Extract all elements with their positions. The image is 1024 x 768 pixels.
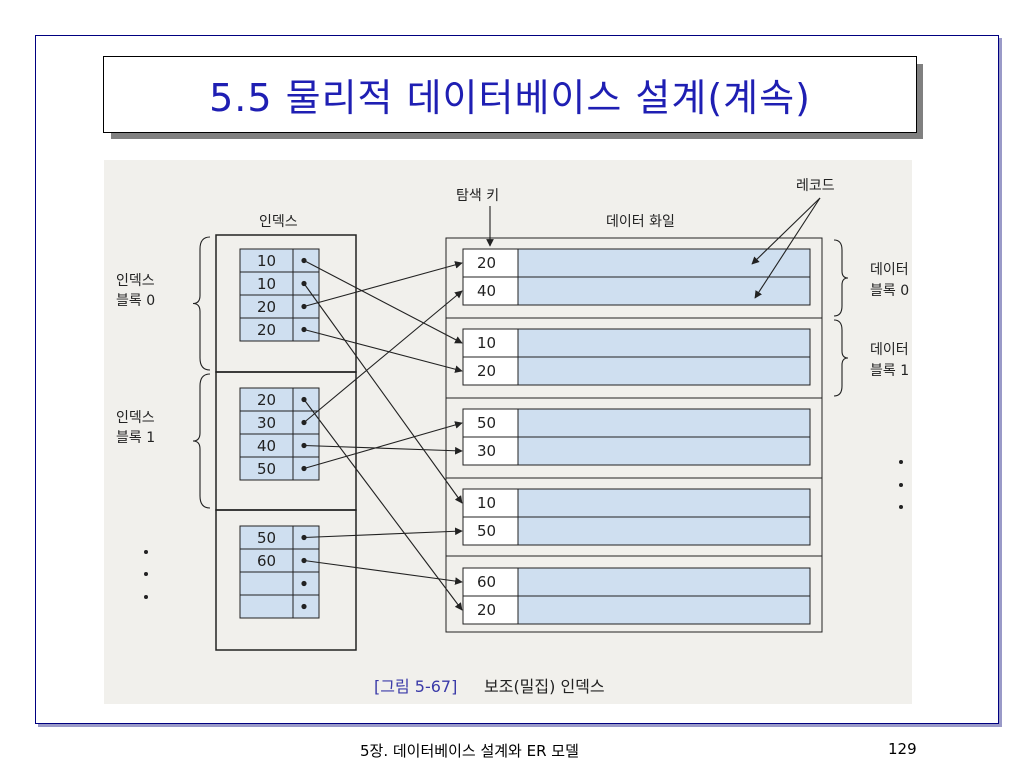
- index-key-cell: [239, 594, 294, 619]
- left-brace: [192, 236, 211, 371]
- data-file-label: 데이터 화일: [606, 214, 675, 230]
- figure-panel: 10 10 20 20 20 30 40 50 50 60 20 40 10 20 50 30 10 50 60 20…: [104, 160, 912, 704]
- right-brace: [833, 319, 849, 397]
- index-key-value: 10: [257, 275, 276, 293]
- record-key-value: 10: [477, 494, 496, 512]
- pointer-dot: [301, 257, 307, 264]
- index-pointer-arrow: [303, 290, 463, 423]
- record-key-value: 60: [477, 573, 496, 591]
- record-key-value: 20: [477, 254, 496, 272]
- secondary-index-diagram: 10 10 20 20 20 30 40 50 50 60 20 40 10 20 50 30 10 50 60 20…: [116, 178, 909, 696]
- ellipsis-dot: [144, 550, 148, 554]
- page-number: 129: [888, 740, 917, 758]
- record-arrow: [754, 197, 821, 299]
- data-block: [445, 555, 823, 633]
- ellipsis-dot: [899, 505, 903, 509]
- record-key-value: 10: [477, 334, 496, 352]
- record-key-cell: [462, 595, 519, 625]
- pointer-dot: [301, 303, 307, 310]
- left-brace: [192, 373, 211, 509]
- index-block-label: 인덱스: [116, 410, 155, 426]
- title-box: 5.5 물리적 데이터베이스 설계(계속): [103, 56, 917, 133]
- index-block-label: 인덱스: [116, 273, 155, 289]
- ellipsis-dot: [899, 483, 903, 487]
- record-arrow: [751, 197, 821, 265]
- pointer-dot: [301, 557, 307, 564]
- index-key-value: 50: [257, 529, 276, 547]
- index-block-label: 블록 0: [116, 293, 155, 309]
- record-key-cell: [462, 248, 519, 278]
- record-key-cell: [462, 567, 519, 597]
- index-block: [215, 509, 357, 651]
- right-brace: [833, 239, 849, 317]
- index-pointer-arrow: [303, 421, 463, 470]
- record-key-cell: [462, 436, 519, 466]
- index-pointer-arrow: [303, 559, 463, 585]
- index-label: 인덱스: [259, 214, 298, 230]
- ellipsis-dot: [899, 460, 903, 464]
- record-body-cell: [517, 567, 811, 597]
- record-body-cell: [517, 356, 811, 386]
- search-key-label: 탐색 키: [456, 188, 499, 204]
- record-key-value: 50: [477, 522, 496, 540]
- record-body-cell: [517, 248, 811, 278]
- data-block-label: 데이터: [870, 262, 909, 278]
- ellipsis-dot: [144, 572, 148, 576]
- record-body-cell: [517, 328, 811, 358]
- index-pointer-arrow: [303, 399, 463, 611]
- caption-number: [그림 5-67]: [374, 677, 457, 696]
- record-key-cell: [462, 356, 519, 386]
- pointer-dot: [301, 580, 307, 587]
- index-key-value: 10: [257, 252, 276, 270]
- slide-title: 5.5 물리적 데이터베이스 설계(계속): [209, 76, 811, 120]
- ellipsis-dot: [144, 595, 148, 599]
- record-key-value: 30: [477, 442, 496, 460]
- record-body-cell: [517, 436, 811, 466]
- index-block-label: 블록 1: [116, 430, 155, 446]
- record-body-cell: [517, 408, 811, 438]
- data-block-label: 블록 0: [870, 283, 909, 299]
- index-key-value: 60: [257, 552, 276, 570]
- index-pointer-arrow: [303, 328, 463, 373]
- footer-text: 5장. 데이터베이스 설계와 ER 모델: [360, 742, 579, 760]
- record-key-value: 20: [477, 362, 496, 380]
- index-pointer-arrow: [303, 527, 463, 539]
- index-pointer-arrow: [303, 283, 463, 504]
- pointer-dot: [301, 534, 307, 541]
- record-body-cell: [517, 516, 811, 546]
- index-key-cell: [239, 571, 294, 596]
- index-key-value: 40: [257, 437, 276, 455]
- data-block-label: 블록 1: [870, 363, 909, 379]
- record-key-value: 50: [477, 414, 496, 432]
- data-block-label: 데이터: [870, 342, 909, 358]
- record-key-cell: [462, 328, 519, 358]
- record-body-cell: [517, 595, 811, 625]
- index-key-value: 30: [257, 414, 276, 432]
- index-key-value: 20: [257, 391, 276, 409]
- index-pointer-arrow: [303, 261, 463, 308]
- index-pointer-arrow: [303, 260, 463, 344]
- pointer-dot: [301, 465, 307, 472]
- record-key-value: 20: [477, 601, 496, 619]
- pointer-dot: [301, 603, 307, 610]
- index-key-value: 20: [257, 298, 276, 316]
- caption-text: 보조(밀집) 인덱스: [484, 677, 605, 696]
- index-key-value: 50: [257, 460, 276, 478]
- record-body-cell: [517, 488, 811, 518]
- pointer-dot: [301, 326, 307, 333]
- record-key-value: 40: [477, 282, 496, 300]
- index-pointer-arrow: [303, 444, 463, 455]
- index-key-value: 20: [257, 321, 276, 339]
- pointer-dot: [301, 442, 307, 449]
- record-label: 레코드: [796, 178, 835, 194]
